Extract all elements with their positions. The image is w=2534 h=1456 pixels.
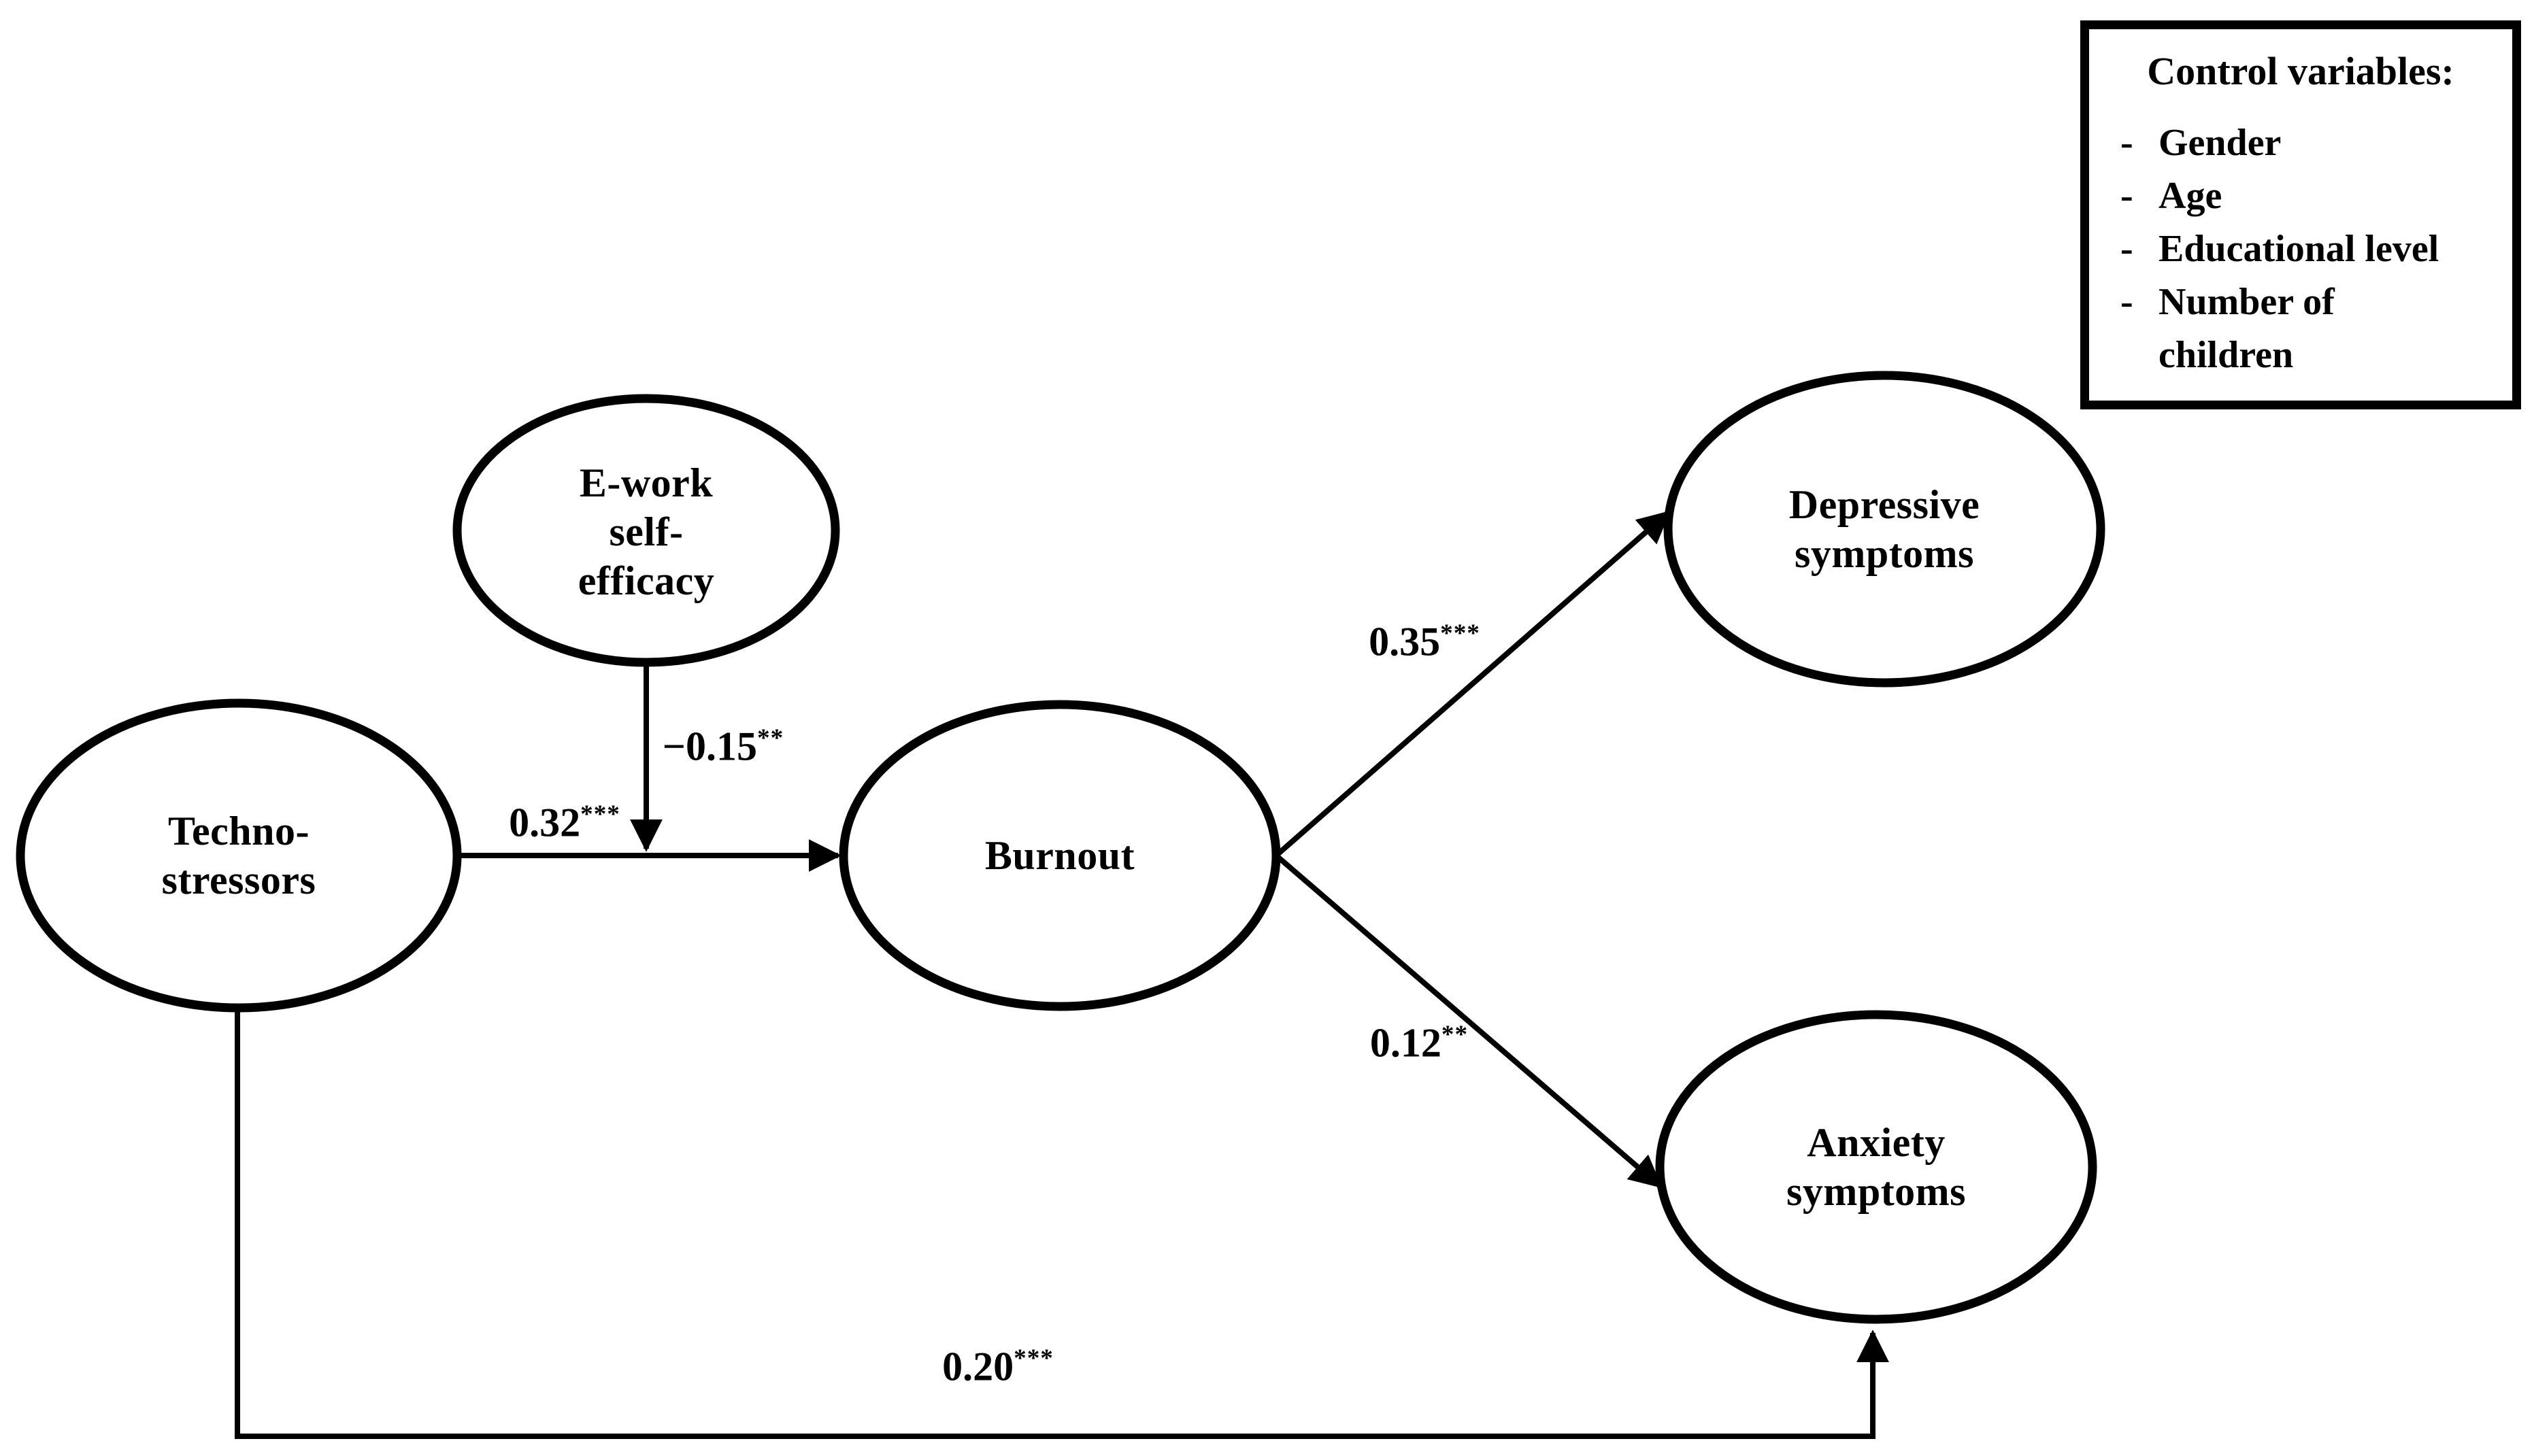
depressive-symptoms-ellipse	[1663, 371, 2105, 688]
coefficient-value: 0.12	[1369, 1020, 1441, 1066]
list-item-label: Educational level	[2158, 228, 2439, 270]
list-item: - Gender	[2110, 116, 2492, 169]
significance-stars: ***	[1014, 1344, 1054, 1373]
control-variables-box: Control variables: - Gender - Age - Educ…	[2080, 20, 2521, 409]
arrow-techno-to-anxiety	[235, 1006, 1889, 1439]
list-item: - Age	[2110, 169, 2492, 222]
anxiety-symptoms-ellipse	[1655, 1010, 2097, 1324]
significance-stars: **	[1441, 1021, 1469, 1049]
arrow-burnout-to-anxiety	[1274, 853, 1663, 1189]
coefficient-value: 0.20	[942, 1344, 1014, 1389]
anxiety-symptoms-label: Anxiety symptoms	[1786, 1120, 1967, 1214]
coefficient-burnout-to-anxiety: 0.12**	[1370, 1020, 1468, 1067]
coefficient-techno-to-anxiety: 0.20***	[942, 1344, 1054, 1391]
coefficient-value: 0.32	[509, 800, 581, 845]
significance-stars: **	[757, 724, 784, 753]
list-bullet: -	[2120, 228, 2133, 270]
significance-stars: ***	[1440, 620, 1480, 648]
coefficient-techno-to-burnout: 0.32***	[509, 800, 620, 847]
list-item: - Number of children	[2110, 275, 2492, 382]
list-item-label: Gender	[2158, 122, 2282, 164]
list-item-label: Number of children	[2158, 281, 2335, 376]
control-variables-list: - Gender - Age - Educational level - Num…	[2110, 116, 2492, 382]
control-variables-title: Control variables:	[2147, 49, 2454, 93]
list-bullet: -	[2120, 122, 2133, 164]
list-item-label: Age	[2158, 175, 2222, 217]
coefficient-burnout-to-depressive: 0.35***	[1369, 619, 1480, 666]
significance-stars: ***	[580, 800, 620, 829]
list-bullet: -	[2120, 175, 2133, 217]
techno-stressors-label: Techno- stressors	[161, 809, 316, 902]
coefficient-ework-moderation: −0.15**	[663, 724, 784, 771]
burnout-ellipse	[839, 700, 1281, 1011]
ework-self-efficacy-ellipse	[452, 394, 840, 667]
depressive-symptoms-label: Depressive symptoms	[1788, 482, 1980, 576]
ework-self-efficacy-label: E-work self- efficacy	[578, 460, 715, 603]
techno-stressors-ellipse	[16, 698, 462, 1013]
coefficient-value: −0.15	[662, 724, 758, 769]
list-item: - Educational level	[2110, 222, 2492, 275]
arrow-burnout-to-depressive	[1274, 510, 1671, 858]
coefficient-value: 0.35	[1369, 619, 1441, 664]
list-bullet: -	[2120, 281, 2133, 323]
burnout-label: Burnout	[984, 833, 1135, 878]
